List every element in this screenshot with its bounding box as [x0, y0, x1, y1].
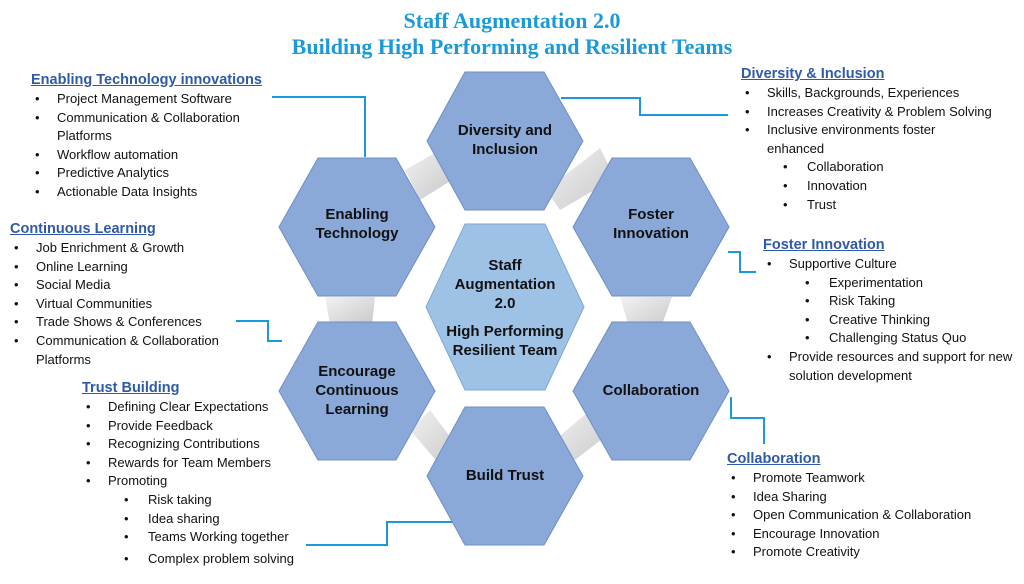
panel-collaboration: Collaboration Promote Teamwork Idea Shar… — [727, 450, 1017, 562]
list-item: Promote Creativity — [727, 543, 1017, 562]
list-item: Defining Clear Expectations — [82, 398, 317, 417]
connector-trust — [306, 521, 455, 546]
connector-diversity — [561, 97, 728, 116]
connector-innovation — [728, 251, 756, 273]
list-item: Virtual Communities — [10, 295, 245, 314]
hex-label-center-2: High Performing Resilient Team — [446, 323, 564, 359]
title-line-2: Building High Performing and Resilient T… — [291, 34, 733, 59]
hexagon-foster — [572, 157, 730, 297]
sub-list-item: Challenging Status Quo — [763, 329, 1018, 348]
panel-heading: Collaboration — [727, 451, 821, 467]
sub-list-item: Experimentation — [763, 274, 1018, 293]
sub-list-item: Idea sharing — [82, 510, 317, 529]
list-item: Provide resources and support for new so… — [763, 348, 1014, 385]
sub-list-item: Risk taking — [82, 491, 317, 510]
hexagon-enabling — [278, 157, 436, 297]
panel-diversity-inclusion: Diversity & Inclusion Skills, Background… — [741, 65, 1021, 214]
panel-heading: Diversity & Inclusion — [741, 66, 885, 82]
hexagon-encourage — [278, 321, 436, 461]
list-item: Workflow automation — [31, 146, 276, 165]
title-line-1: Staff Augmentation 2.0 — [403, 8, 621, 33]
connector-learning — [236, 320, 282, 342]
connector-enabling — [272, 96, 366, 157]
hexagon-center — [425, 223, 585, 391]
list-item: Inclusive environments foster enhanced — [741, 121, 967, 158]
panel-trust-building: Trust Building Defining Clear Expectatio… — [82, 379, 317, 568]
panel-continuous-learning: Continuous Learning Job Enrichment & Gro… — [10, 220, 245, 369]
list-item: Predictive Analytics — [31, 164, 276, 183]
list-item: Actionable Data Insights — [31, 183, 276, 202]
list-item: Project Management Software — [31, 90, 276, 109]
sub-list-item: Complex problem solving — [82, 550, 317, 569]
list-item: Promote Teamwork — [727, 469, 1017, 488]
list-item: Trade Shows & Conferences — [10, 313, 245, 332]
sub-list-item: Teams Working together — [82, 528, 317, 547]
panel-heading: Enabling Technology innovations — [31, 72, 262, 88]
panel-heading: Foster Innovation — [763, 237, 885, 253]
hex-label-center-1: Staff Augmentation 2.0 — [454, 257, 556, 312]
list-item: Rewards for Team Members — [82, 454, 317, 473]
hexagon-trust — [426, 406, 584, 546]
panel-foster-innovation: Foster Innovation Supportive Culture Exp… — [763, 236, 1018, 385]
list-item: Communication & Collaboration Platforms — [31, 109, 267, 146]
panel-heading: Trust Building — [82, 380, 180, 396]
list-item: Skills, Backgrounds, Experiences — [741, 84, 1021, 103]
gap-connector — [546, 148, 615, 210]
connector-collaboration — [730, 397, 765, 444]
list-item: Increases Creativity & Problem Solving — [741, 103, 1021, 122]
list-item: Recognizing Contributions — [82, 435, 317, 454]
list-item: Supportive Culture — [763, 255, 1018, 274]
sub-list-item: Innovation — [741, 177, 1021, 196]
sub-list-item: Trust — [741, 196, 1021, 215]
list-item: Social Media — [10, 276, 245, 295]
hex-label-diversity: Diversity and Inclusion — [457, 122, 553, 158]
list-item: Promoting — [82, 472, 317, 491]
hex-label-trust: Build Trust — [465, 467, 545, 484]
list-item: Online Learning — [10, 258, 245, 277]
panel-heading: Continuous Learning — [10, 221, 156, 237]
hexagon-collaboration — [572, 321, 730, 461]
hexagon-diversity — [426, 71, 584, 211]
list-item: Communication & Collaboration Platforms — [10, 332, 246, 369]
list-item: Idea Sharing — [727, 488, 1017, 507]
sub-list-item: Creative Thinking — [763, 311, 1018, 330]
hex-label-foster: Foster Innovation — [613, 206, 689, 242]
hex-label-encourage: Encourage Continuous Learning — [315, 363, 399, 418]
list-item: Job Enrichment & Growth — [10, 239, 245, 258]
list-item: Open Communication & Collaboration — [727, 506, 1017, 525]
hex-label-collaboration: Collaboration — [602, 382, 700, 399]
gap-connector — [325, 297, 375, 325]
sub-list-item: Risk Taking — [763, 292, 1018, 311]
sub-list-item: Collaboration — [741, 158, 1021, 177]
panel-enabling-technology: Enabling Technology innovations Project … — [31, 71, 276, 202]
list-item: Encourage Innovation — [727, 525, 1017, 544]
list-item: Provide Feedback — [82, 417, 317, 436]
hex-label-enabling: Enabling Technology — [315, 206, 399, 242]
